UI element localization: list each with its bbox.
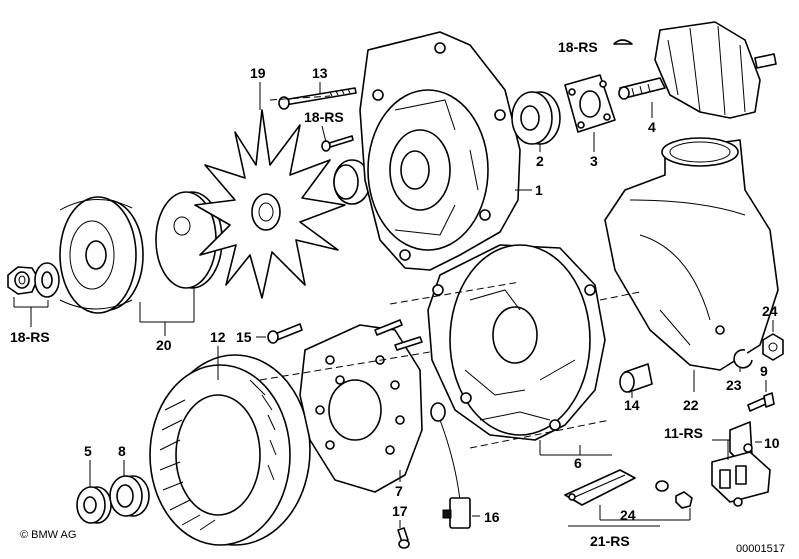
label-part-18-rs-left: 18-RS: [10, 329, 50, 345]
cable-lead-part: [430, 402, 471, 529]
circlip-part: [733, 349, 753, 369]
label-part-13: 13: [312, 65, 328, 81]
label-part-14: 14: [624, 397, 640, 413]
small-bolt-part: [397, 527, 410, 549]
pulley-part: [59, 196, 144, 314]
washer-part: [34, 262, 60, 298]
label-part-18-rs-right: 18-RS: [558, 39, 598, 55]
drive-end-bracket-part: [359, 31, 521, 271]
small-screw-part: [321, 135, 354, 152]
spacer-disc-part: [155, 191, 223, 289]
label-part-18-rs-mid: 18-RS: [304, 109, 344, 125]
label-part-15: 15: [236, 329, 252, 345]
needle-bearing-part: [76, 486, 112, 524]
label-part-17: 17: [392, 503, 408, 519]
shaft-seal-part: [109, 475, 150, 517]
mounting-screw-part: [267, 323, 303, 344]
label-part-9: 9: [760, 363, 768, 379]
label-part-16: 16: [484, 509, 500, 525]
long-bolt-part: [278, 87, 357, 110]
bushing-part: [619, 363, 653, 393]
label-part-21-rs: 21-RS: [590, 533, 630, 549]
label-part-1: 1: [535, 182, 543, 198]
nut-part: [7, 266, 39, 295]
diagram-number: 00001517: [736, 543, 785, 555]
label-part-3: 3: [590, 153, 598, 169]
brush-holder-part: [564, 469, 693, 509]
label-part-2: 2: [536, 153, 544, 169]
label-part-11-rs: 11-RS: [664, 425, 703, 441]
label-part-7: 7: [395, 483, 403, 499]
label-part-12: 12: [210, 329, 226, 345]
label-part-23: 23: [726, 377, 742, 393]
bearing-cover-plate-part: [564, 74, 616, 133]
label-part-20: 20: [156, 337, 172, 353]
label-part-4: 4: [648, 119, 656, 135]
label-part-6: 6: [574, 455, 582, 471]
label-part-19: 19: [250, 65, 266, 81]
label-part-8: 8: [118, 443, 126, 459]
label-part-24-lower: 24: [620, 507, 636, 523]
woodruff-key-part: [613, 39, 633, 45]
copyright-text: © BMW AG: [20, 529, 76, 541]
fan-part: [194, 109, 346, 299]
label-part-10: 10: [764, 435, 780, 451]
label-part-5: 5: [84, 443, 92, 459]
terminal-screw-part: [747, 392, 775, 412]
label-part-24-right: 24: [762, 303, 778, 319]
rear-housing-part: [604, 137, 779, 371]
rotor-part: [618, 21, 777, 119]
label-part-22: 22: [683, 397, 699, 413]
rectifier-part: [299, 319, 423, 493]
ball-bearing-part: [511, 91, 561, 145]
voltage-regulator-part: [711, 421, 771, 507]
seal-ring-part: [333, 159, 371, 205]
cap-nut-part: [762, 333, 784, 361]
stator-part: [149, 354, 311, 546]
slip-ring-end-bracket-part: [427, 244, 606, 441]
